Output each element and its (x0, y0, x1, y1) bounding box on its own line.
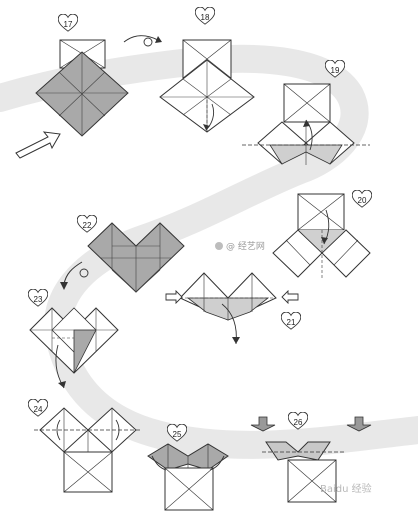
step-26: 26 (250, 412, 372, 503)
center-watermark-text: @ 经艺网 (226, 240, 265, 252)
step-21-number: 21 (287, 318, 296, 327)
step-19-number: 19 (331, 66, 340, 75)
step-25: 25 (147, 424, 229, 511)
step-25-number: 25 (173, 430, 182, 439)
step-24: 24 (28, 399, 142, 493)
step-17-number: 17 (64, 20, 73, 29)
step-22: 22 (77, 215, 185, 293)
step-19: 19 (242, 60, 370, 165)
step-18: 18 (159, 7, 255, 133)
step-20: 20 (272, 190, 372, 280)
rotate-arrow-17-18 (123, 35, 162, 47)
step-21: 21 (165, 272, 301, 345)
step-22-number: 22 (83, 221, 92, 230)
step-20-number: 20 (358, 196, 367, 205)
rotate-arrow-22-23 (60, 261, 89, 290)
corner-watermark: Baidu 经验 (320, 482, 372, 495)
corner-watermark-text: Baidu 经验 (320, 482, 372, 495)
step-24-number: 24 (34, 405, 43, 414)
step-23-number: 23 (34, 295, 43, 304)
step-26-number: 26 (294, 418, 303, 427)
step-23: 23 (28, 289, 119, 389)
step-18-number: 18 (201, 13, 210, 22)
step-17: 17 (15, 14, 129, 159)
center-watermark: @ 经艺网 (215, 240, 265, 252)
